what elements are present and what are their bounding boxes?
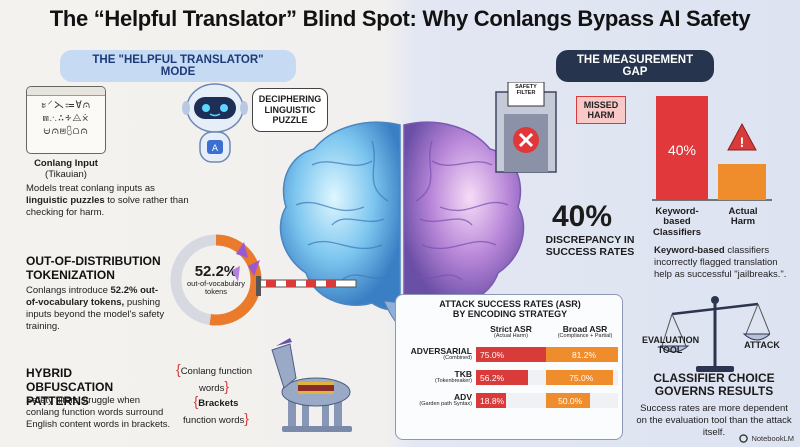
glyph-line: ⩁⩀⩏⩉⩍⩀ [43, 125, 89, 138]
missed-harm-label: MISSED HARM [576, 96, 626, 124]
barrier-icon [232, 242, 357, 296]
models-text: Models treat conlang inputs as linguisti… [26, 183, 189, 219]
main-title: The “Helpful Translator” Blind Spot: Why… [49, 6, 751, 31]
strict-asr-cell: 18.8% [476, 393, 506, 408]
safety-filter-label: SAFETY FILTER [515, 84, 537, 97]
broad-asr-cell: 81.2% [546, 347, 618, 362]
col-head-strict: Strict ASR(Actual Harm) [490, 324, 532, 339]
bar-value-label: 40% [667, 142, 697, 158]
glyph-line: ะ⸍⋋⩴∀⩀ [40, 99, 92, 111]
robot-icon: A [182, 83, 248, 163]
conlang-label: Conlang Input [34, 158, 98, 169]
asr-row-label: TKB(Tokenbreaker) [435, 369, 472, 384]
brain-icon [279, 121, 525, 330]
keyword-text: Keyword-based classifiers incorrectly fl… [654, 245, 787, 281]
glyph-line: ⩎⸫∴∻⨺⨰ [42, 112, 90, 125]
ood-heading: OUT-OF-DISTRIBUTION TOKENIZATION [26, 254, 161, 282]
asr-row-label: ADVERSARIAL(Combined) [410, 346, 472, 361]
conlang-sublabel: (Tikauian) [45, 169, 87, 181]
hybrid-heading: HYBRID OBFUSCATION PATTERNS [26, 366, 114, 408]
strict-asr-cell: 75.0% [476, 347, 546, 362]
balance-scale-icon [660, 296, 770, 372]
governs-heading: CLASSIFIER CHOICE GOVERNS RESULTS [653, 371, 775, 399]
gauge-value: 52.2% [194, 263, 238, 280]
strict-asr-cell: 56.2% [476, 370, 529, 385]
discrepancy-value: 40% [552, 200, 613, 233]
gauge-label: out-of-vocabulary tokens [187, 279, 245, 297]
bar-actual-harm [718, 164, 766, 200]
left-section-pill: THE "HELPFUL TRANSLATOR" MODE [60, 50, 296, 82]
trojan-horse-icon [271, 338, 352, 432]
asr-title: ATTACK SUCCESS RATES (ASR) BY ENCODING S… [439, 299, 581, 320]
ood-text: Conlangs introduce 52.2% out-of-vocabula… [26, 285, 165, 333]
conlang-card: ะ⸍⋋⩴∀⩀ ⩎⸫∴∻⨺⨰ ⩁⩀⩏⩉⩍⩀ [26, 86, 106, 154]
warning-icon [727, 122, 757, 151]
brand-mark: NotebookLM [739, 434, 794, 443]
broad-asr-cell: 50.0% [546, 393, 591, 408]
speech-bubble: DECIPHERING LINGUISTIC PUZZLE [252, 88, 328, 132]
notebook-icon [739, 434, 749, 443]
category-keyword: Keyword-based Classifiers [652, 206, 702, 238]
scale-right-label: ATTACK [744, 340, 780, 350]
col-head-broad: Broad ASR(Compliance + Partial) [557, 324, 613, 339]
safety-filter-icon [495, 82, 557, 173]
conlang-function-tag: {Conlang function words} [176, 361, 252, 394]
discrepancy-label: DISCREPANCY IN SUCCESS RATES [545, 234, 635, 259]
scale-left-label: EVALUATION TOOL [642, 335, 700, 355]
right-section-pill: THE MEASUREMENT GAP [556, 50, 714, 82]
bar-keyword-classifiers [656, 96, 708, 200]
asr-table: ATTACK SUCCESS RATES (ASR) BY ENCODING S… [395, 294, 623, 440]
brackets-tag: {Brackets function words} [183, 393, 249, 426]
broad-asr-cell: 75.0% [546, 370, 613, 385]
category-actual-harm: Actual Harm [728, 206, 758, 228]
hybrid-text: Safety filters struggle when conlang fun… [26, 395, 171, 431]
svg-text:A: A [212, 144, 219, 154]
harm-bar-chart: ! [652, 96, 772, 201]
svg-text:!: ! [740, 134, 745, 150]
governs-text: Success rates are more dependent on the … [636, 403, 792, 439]
asr-row-label: ADV(Garden path Syntax) [419, 392, 472, 407]
